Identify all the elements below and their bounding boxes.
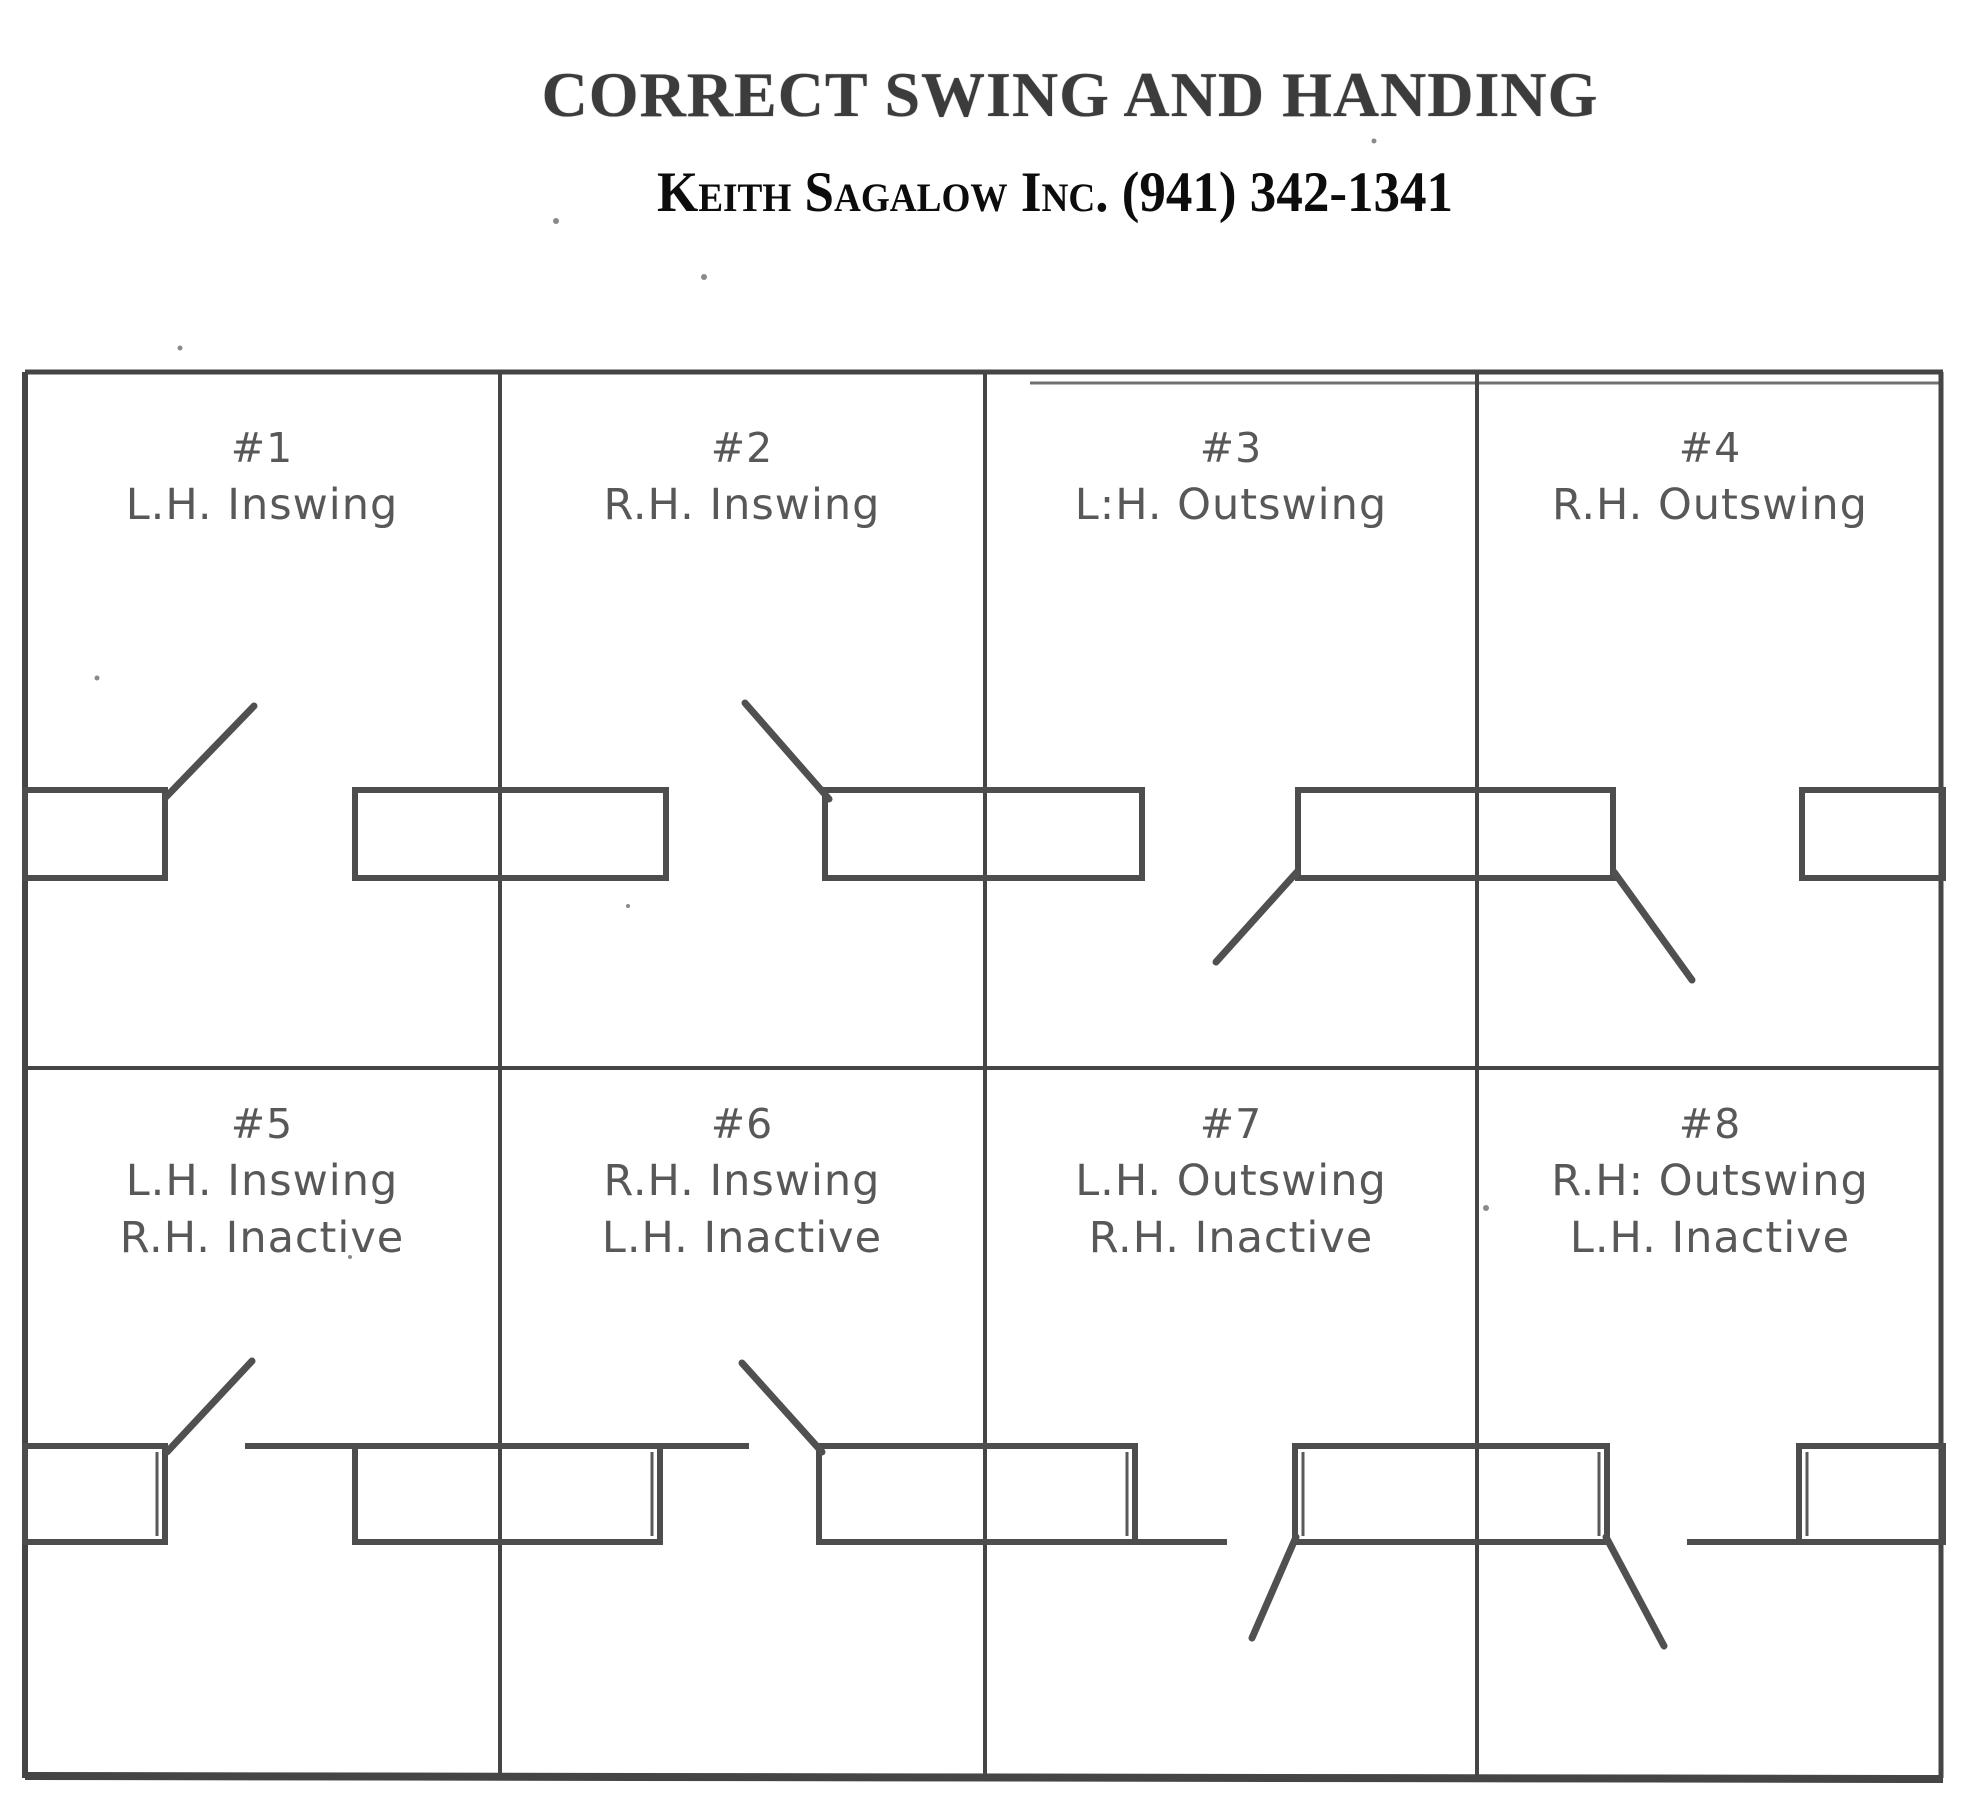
wall-segment bbox=[352, 1443, 663, 1545]
door-number: #6 bbox=[710, 1100, 774, 1148]
row-2-door-leaves bbox=[163, 1357, 1668, 1650]
door-number: #5 bbox=[230, 1100, 294, 1148]
wall-segment bbox=[1799, 787, 1946, 881]
cell-5-label: #5 L.H. Inswing R.H. Inactive bbox=[32, 1096, 492, 1267]
door-6-leaf bbox=[738, 1359, 826, 1456]
company-phone-subtitle: Keith Sagalow Inc. (941) 342-1341 bbox=[657, 161, 1453, 224]
door-swing-label: L.H. Inswing bbox=[125, 480, 399, 530]
door-number: #4 bbox=[1678, 424, 1742, 472]
cell-4-label: #4 R.H. Outswing bbox=[1480, 420, 1940, 534]
wall-segment bbox=[1295, 787, 1616, 881]
row-1-wall-segments bbox=[22, 787, 1946, 881]
row-2-door-jambs bbox=[155, 1452, 1809, 1536]
door-inactive-label: L.H. Inactive bbox=[1569, 1213, 1851, 1263]
door-swing-label: R.H. Inswing bbox=[603, 1156, 881, 1206]
door-4-leaf bbox=[1610, 868, 1696, 984]
door-swing-label: L.H. Outswing bbox=[1075, 1156, 1387, 1206]
wall-segment bbox=[816, 1443, 1138, 1545]
door-7-leaf bbox=[1248, 1533, 1300, 1642]
cell-3-label: #3 L:H. Outswing bbox=[1001, 420, 1461, 534]
wall-segment bbox=[1796, 1443, 1946, 1545]
door-swing-label: R.H. Inswing bbox=[603, 480, 881, 530]
cell-6-label: #6 R.H. Inswing L.H. Inactive bbox=[512, 1096, 972, 1267]
door-5-leaf bbox=[163, 1357, 256, 1456]
door-inactive-label: R.H. Inactive bbox=[119, 1213, 405, 1263]
door-inactive-label: R.H. Inactive bbox=[1088, 1213, 1374, 1263]
cell-1-label: #1 L.H. Inswing bbox=[32, 420, 492, 534]
door-number: #1 bbox=[230, 424, 294, 472]
door-number: #3 bbox=[1199, 424, 1263, 472]
door-2-leaf bbox=[741, 699, 833, 803]
door-swing-label: L.H. Inswing bbox=[125, 1156, 399, 1206]
door-swing-label: R.H. Outswing bbox=[1552, 480, 1868, 530]
door-number: #8 bbox=[1678, 1100, 1742, 1148]
page-title: CORRECT SWING AND HANDING bbox=[541, 59, 1599, 130]
row-2-wall-segments bbox=[22, 1443, 1946, 1545]
wall-segment bbox=[22, 1443, 168, 1545]
wall-segment bbox=[352, 787, 669, 881]
door-inactive-label: L.H. Inactive bbox=[601, 1213, 883, 1263]
door-number: #2 bbox=[710, 424, 774, 472]
door-1-leaf bbox=[162, 702, 258, 801]
door-swing-label: R.H: Outswing bbox=[1551, 1156, 1869, 1206]
row-1-door-leaves bbox=[162, 699, 1696, 984]
cell-8-label: #8 R.H: Outswing L.H. Inactive bbox=[1480, 1096, 1940, 1267]
row-2-inactive-leaves bbox=[245, 1443, 1799, 1545]
cell-2-label: #2 R.H. Inswing bbox=[512, 420, 972, 534]
door-8-leaf bbox=[1602, 1533, 1668, 1650]
door-3-leaf bbox=[1212, 868, 1301, 966]
table-grid bbox=[22, 369, 1944, 1783]
wall-segment bbox=[22, 787, 168, 881]
cell-7-label: #7 L.H. Outswing R.H. Inactive bbox=[1001, 1096, 1461, 1267]
door-swing-label: L:H. Outswing bbox=[1074, 480, 1388, 530]
door-number: #7 bbox=[1199, 1100, 1263, 1148]
wall-segment bbox=[822, 787, 1145, 881]
scan-specks bbox=[94, 138, 1489, 1259]
wall-segment bbox=[1292, 1443, 1610, 1545]
